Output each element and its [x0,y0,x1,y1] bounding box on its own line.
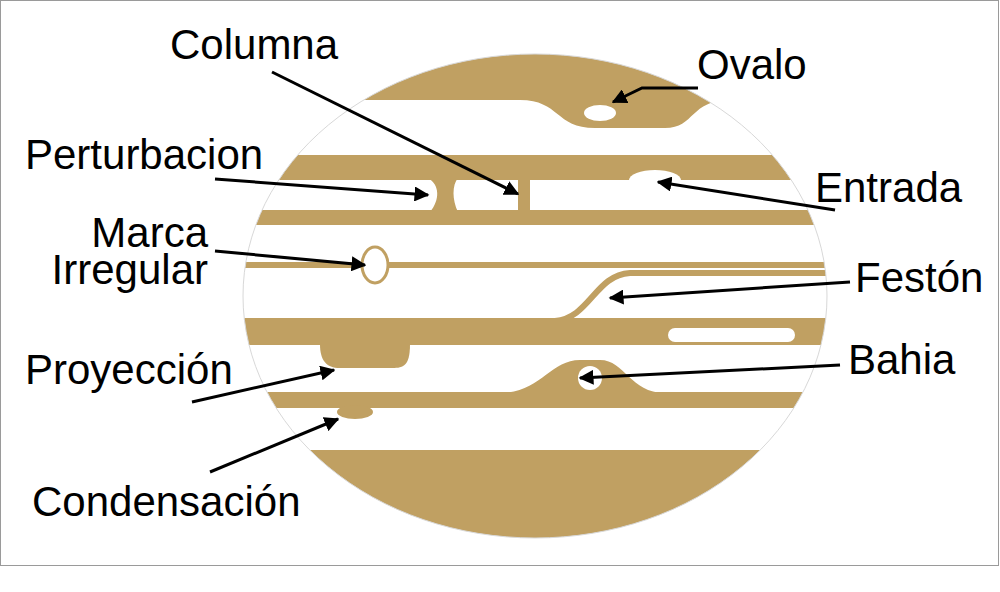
projection [320,344,410,368]
leader-line [613,88,698,102]
irregular-mark [362,247,388,283]
part-label: Perturbacion [25,131,263,179]
part-label: Marca Irregular [24,214,208,288]
leader-line [658,182,835,210]
column [518,178,530,212]
entrance [629,170,681,190]
oval [584,105,616,121]
part-label: Condensación [32,478,301,526]
part-label: Entrada [815,164,962,212]
leader-lines [192,72,850,472]
part-label: Bahia [848,336,955,384]
leader-line [580,365,840,378]
condensation [337,405,373,419]
leader-line [215,251,365,265]
leader-line [215,179,428,195]
part-label: Columna [170,21,338,69]
part-label: Proyección [25,346,233,394]
part-label: Festón [855,254,983,302]
part-label: Ovalo [697,41,807,89]
leader-line [272,72,518,194]
leader-line [610,282,850,298]
perturbation [428,178,458,212]
leader-line [210,419,338,472]
